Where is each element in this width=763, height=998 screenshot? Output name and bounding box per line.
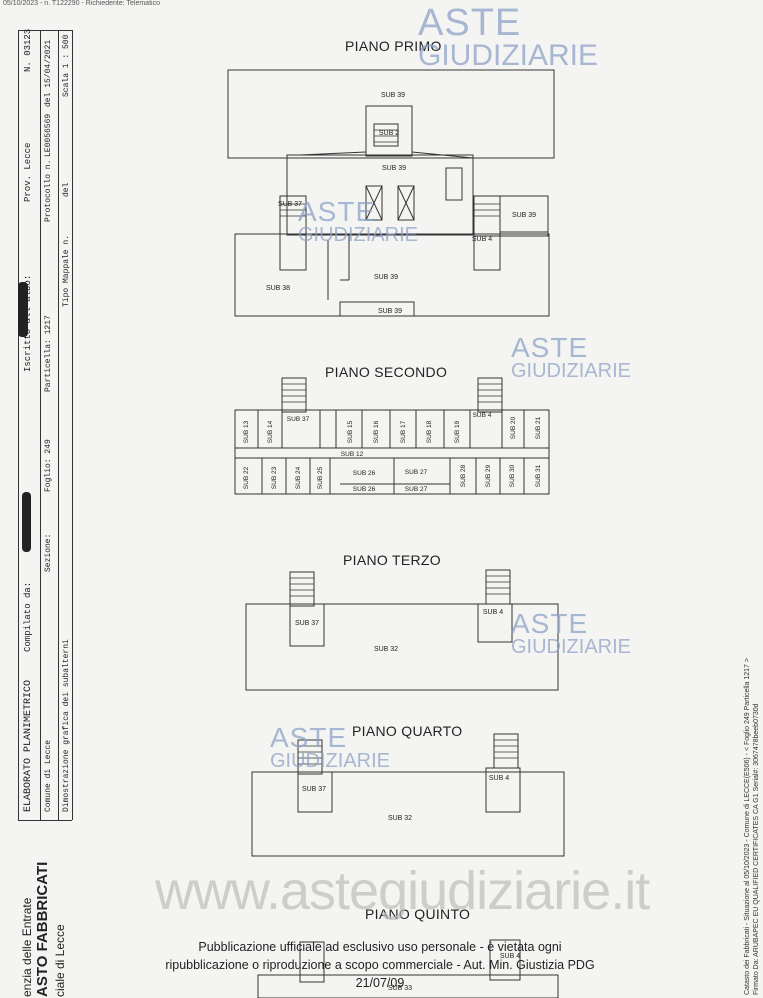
secondo-label-4: SUB 15 [347,420,354,443]
secondo-label-20: SUB 30 [509,464,516,487]
notice-line-1: Pubblicazione ufficiale ad esclusivo uso… [198,940,562,954]
secondo-label-8: SUB 19 [454,420,461,443]
floor-title-quinto: PIANO QUINTO [365,906,471,922]
primo-label-8: SUB 39 [378,308,402,315]
secondo-label-15: SUB 25 [317,466,324,489]
secondo-label-6: SUB 17 [400,420,407,443]
primo-label-5: SUB 39 [512,212,536,219]
quarto-label-0: SUB 37 [302,786,326,793]
floor-title-primo: PIANO PRIMO [345,38,442,54]
terzo-label-0: SUB 37 [295,620,319,627]
secondo-label-17: SUB 27 [405,469,428,476]
secondo-label-3: SUB 14 [267,420,274,443]
quarto-label-2: SUB 32 [388,815,412,822]
redacted-name [22,492,31,552]
primo-label-0: SUB 39 [381,92,405,99]
floor-title-quarto: PIANO QUARTO [352,723,463,739]
primo-label-7: SUB 39 [374,274,398,281]
top-info-line: 05/10/2023 - n. T122290 - Richiedente: T… [3,0,160,7]
secondo-label-0: SUB 37 [287,416,310,423]
right-info-line-2: Firmato Da: ARUBAPEC EU QUALIFIED CERTIF… [753,703,760,995]
secondo-label-21: SUB 31 [535,464,542,487]
primo-label-1: SUB 2 [379,130,399,137]
notice-line-2: ripubblicazione o riproduzione a scopo c… [165,958,595,990]
primo-label-4: SUB 4 [472,236,492,243]
primo-label-2: SUB 39 [382,165,406,172]
secondo-label-2: SUB 13 [243,420,250,443]
site-watermark: www.astegiudiziarie.it [155,861,650,921]
secondo-label-11: SUB 12 [341,451,364,458]
quarto-label-1: SUB 4 [489,775,509,782]
secondo-label-9: SUB 20 [510,416,517,439]
secondo-label-23: SUB 27 [405,486,428,493]
secondo-label-18: SUB 28 [460,464,467,487]
primo-label-6: SUB 38 [266,285,290,292]
terzo-label-2: SUB 32 [374,646,398,653]
right-info-line-1: Catasto dei Fabbricati - Situazione al 0… [744,658,751,995]
floor-title-terzo: PIANO TERZO [343,552,441,568]
terzo-label-1: SUB 4 [483,609,503,616]
secondo-label-10: SUB 21 [535,416,542,439]
secondo-label-1: SUB 4 [473,412,492,419]
quinto-label-0: SUB 4 [500,953,520,960]
quinto-label-1: SUB 33 [388,985,412,992]
primo-label-3: SUB 37 [278,201,302,208]
redacted-albo [18,282,28,337]
secondo-label-22: SUB 26 [353,486,376,493]
secondo-label-7: SUB 18 [426,420,433,443]
secondo-label-16: SUB 26 [353,470,376,477]
secondo-label-19: SUB 29 [485,464,492,487]
secondo-label-14: SUB 24 [295,466,302,489]
floor-title-secondo: PIANO SECONDO [325,364,448,380]
cadastral-header: ELABORATO PLANIMETRICO Compilato da: Isc… [0,12,75,998]
secondo-label-5: SUB 16 [373,420,380,443]
secondo-label-13: SUB 23 [271,466,278,489]
publication-notice: Pubblicazione ufficiale ad esclusivo uso… [150,938,610,992]
secondo-label-12: SUB 22 [243,466,250,489]
